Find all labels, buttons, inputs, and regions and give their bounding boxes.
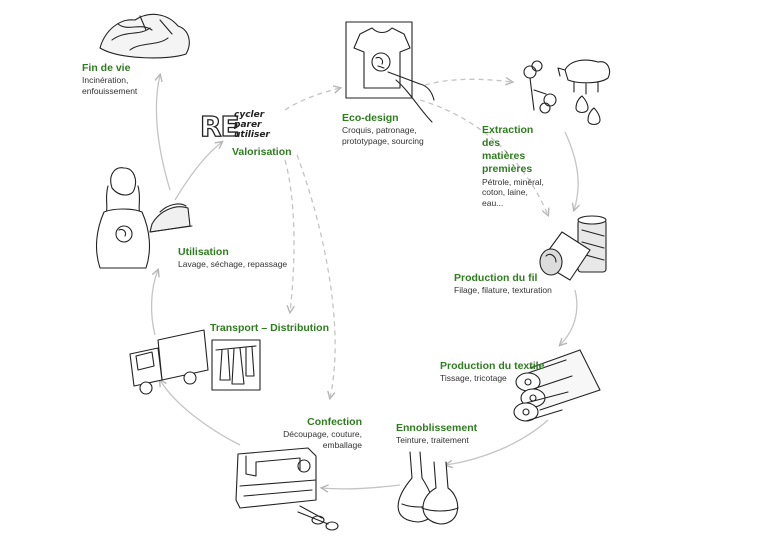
arrow-fil-to-textile [560,289,578,345]
arrow-extraction-to-fil [564,131,578,210]
flasks-icon [397,451,459,525]
stage-desc-line: Tissage, tricotage [440,373,507,384]
arrow-valorisation-to-transport [284,159,294,312]
arrow-confection-to-transport [160,380,241,446]
stage-title-line: Extraction [482,124,534,136]
arrow-textile-to-ennoblissement [446,419,549,465]
sewing-machine-icon [235,447,317,509]
stage-desc-line: emballage [322,439,362,450]
stage-extraction: Extraction des matières premières Pétrol… [482,124,544,208]
arrow-utilisation-to-finvie [156,75,171,191]
stage-desc-line: Découpage, couture, [283,429,362,440]
stage-title: Eco-design [342,112,399,124]
tshirt-sketch-icon [345,21,435,123]
stage-production-textile: Production du textile Tissage, tricotage [440,360,544,384]
clothes-pile-icon [99,13,190,59]
stage-desc-line: Incinération, [82,75,129,86]
stage-title: Ennoblissement [396,422,478,434]
stage-transport: Transport – Distribution [210,322,329,335]
stage-desc-line: coton, laine, [482,187,528,198]
scissors-icon [297,505,339,531]
stage-title: Utilisation [178,246,229,258]
stage-production-fil: Production du fil Filage, filature, text… [454,272,552,296]
fabric-rolls-icon [513,349,601,422]
truck-icon [129,329,209,395]
clothes-rack-icon [211,339,261,391]
arrow-ecodesign-to-fil [419,99,548,215]
re-logo: RE cycler parer utiliser [199,109,280,143]
re-cycler: cycler [234,110,265,120]
iron-icon [149,203,193,233]
stage-title-line: matières [482,150,526,163]
stage-desc-line: enfouissement [82,85,138,96]
stage-valorisation: Valorisation [232,146,292,159]
stage-desc-line: Filage, filature, texturation [454,285,552,296]
arrow-valorisation-to-confection [296,154,336,398]
arrow-utilisation-to-valorisation [174,142,222,201]
stage-title: Confection [307,416,362,428]
stage-title: Production du textile [440,360,545,372]
re-utiliser: utiliser [234,130,270,140]
stage-confection: Confection Découpage, couture, emballage [262,416,362,450]
stage-title: Fin de vie [82,62,131,74]
stage-fin-de-vie: Fin de vie Incinération, enfouissement [82,62,137,96]
woman-tshirt-icon [95,167,151,269]
stage-eco-design: Eco-design Croquis, patronage, prototypa… [342,112,424,146]
thread-spools-icon [539,215,607,281]
stage-desc-line: Pétrole, minéral, [482,176,544,187]
stage-desc-line: prototypage, sourcing [342,135,424,146]
cotton-sheep-drops-icon [523,59,611,126]
stage-title-line: des [482,137,501,150]
stage-desc-line: eau... [482,197,504,208]
stage-desc-line: Croquis, patronage, [342,125,417,136]
arrow-ecodesign-to-extraction [424,79,512,86]
stage-desc-line: Lavage, séchage, repassage [178,259,288,270]
stage-title: Valorisation [232,146,292,158]
arrow-ennoblissement-to-confection [322,485,401,489]
re-big-letters: RE [199,109,240,143]
stage-ennoblissement: Ennoblissement Teinture, traitement [396,422,477,446]
stage-title: Transport – Distribution [210,322,330,334]
stage-utilisation: Utilisation Lavage, séchage, repassage [178,246,287,270]
arrow-valorisation-to-ecodesign [284,88,340,111]
stage-desc-line: Teinture, traitement [396,435,469,446]
stage-title-line: premières [482,163,533,176]
stage-title: Production du fil [454,272,538,284]
re-parer: parer [234,120,262,130]
arrow-transport-to-utilisation [150,270,158,336]
